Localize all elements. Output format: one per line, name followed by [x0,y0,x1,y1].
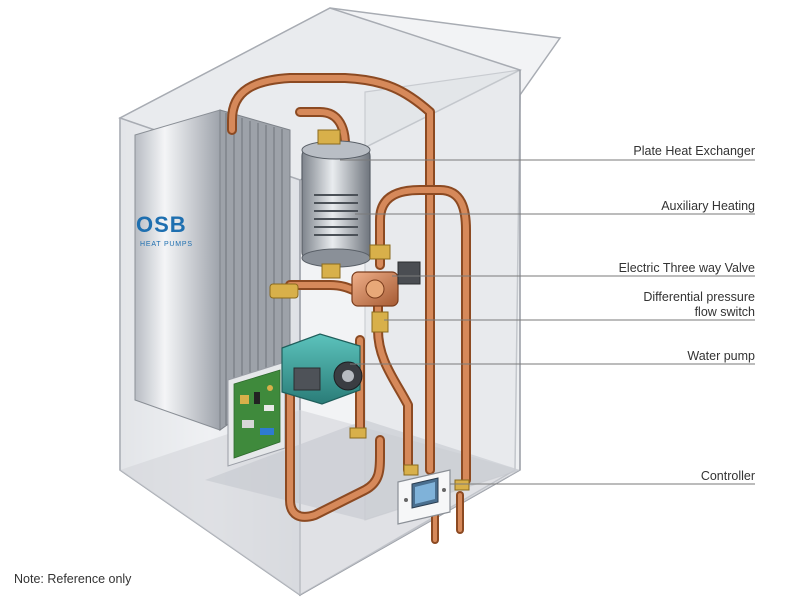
water-pump [281,333,363,405]
three-way-valve [351,261,421,307]
label-diff-pressure-line2: flow switch [694,305,755,319]
controller [397,469,451,525]
label-water-pump: Water pump [687,349,755,363]
label-controller: Controller [700,469,755,483]
brand-tagline: HEAT PUMPS [140,241,193,248]
label-diff-pressure-line1: Differential pressure [643,290,755,304]
brass-fittings [269,244,470,491]
label-three-way-valve: Electric Three way Valve [618,261,755,275]
leader-lines [340,159,755,485]
brand-logo: OSB HEAT PUMPS [136,212,193,248]
auxiliary-heating [301,129,371,279]
brand-name: OSB [136,212,187,237]
plate-heat-exchanger [134,109,291,431]
label-plate-heat-exchanger: Plate Heat Exchanger [633,144,755,158]
pcb-board [227,361,286,467]
reference-note: Note: Reference only [14,572,132,586]
label-auxiliary-heating: Auxiliary Heating [661,199,755,213]
